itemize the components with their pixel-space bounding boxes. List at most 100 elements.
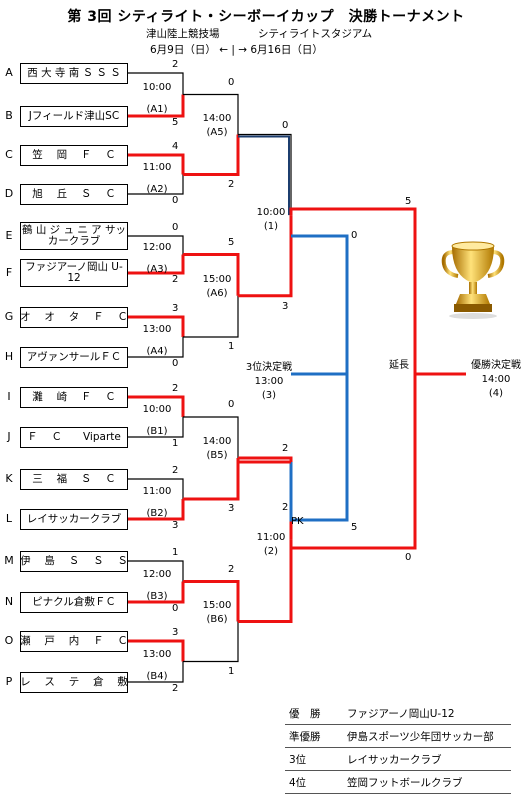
- team-letter: L: [5, 512, 13, 525]
- r1-bracket-line: [128, 94, 185, 118]
- r1-bracket-line: [128, 581, 185, 604]
- r2-match-id: (A5): [206, 126, 228, 138]
- team-score: 0: [172, 195, 179, 206]
- sf1-bottom-line: [238, 215, 293, 298]
- third-time: 13:00: [254, 376, 284, 387]
- r1-match-time: 10:00: [142, 404, 172, 415]
- r1-match-id: (B4): [146, 670, 168, 682]
- team-letter: C: [5, 148, 13, 161]
- r1-bracket-line: [128, 174, 184, 195]
- r1-match-time: 10:00: [142, 81, 172, 93]
- team-score: 2: [172, 383, 179, 394]
- r1-bracket-line: [128, 661, 184, 683]
- team-score: 1: [172, 438, 179, 449]
- r2-bracket-line: [183, 134, 240, 176]
- team-letter: K: [5, 472, 13, 485]
- r2-bracket-line: [183, 93, 239, 135]
- team-score: 2: [172, 274, 179, 285]
- sf2-bottom-score: 2: [282, 501, 289, 513]
- team-letter: D: [4, 187, 14, 200]
- r2-match-time: 15:00: [202, 273, 232, 285]
- sf1-time: 10:00: [256, 207, 286, 219]
- r2-bracket-line: [183, 295, 239, 338]
- team-name-box: Ｆ Ｃ Viparte: [20, 426, 128, 448]
- team-name-box: 旭 丘 Ｓ Ｃ: [20, 183, 128, 205]
- r1-match-id: (B3): [146, 590, 168, 602]
- results-team: 伊島スポーツ少年団サッカー部: [343, 724, 511, 748]
- team-score: 2: [172, 465, 179, 476]
- team-name-box: レ ス テ 倉 敷: [20, 671, 128, 693]
- r2-bottom-score: 2: [228, 178, 235, 190]
- team-score: 3: [172, 627, 179, 638]
- sf2-top-line: [238, 456, 293, 540]
- r2-top-score: 5: [228, 236, 235, 248]
- sf2-top-score: 2: [282, 443, 289, 454]
- third-id: (3): [261, 390, 277, 401]
- sf1-top-accent: [238, 135, 290, 216]
- final-id: (4): [488, 388, 504, 399]
- third-top-score: 0: [351, 230, 358, 241]
- team-score: 1: [172, 547, 179, 558]
- r1-match-time: 13:00: [142, 648, 172, 660]
- results-rank: 4位: [285, 770, 343, 794]
- sf1-top-score: 0: [282, 119, 289, 131]
- r2-match-id: (A6): [206, 287, 228, 299]
- r1-bracket-line: [128, 560, 184, 582]
- team-score: 0: [172, 358, 179, 369]
- r2-top-score: 2: [228, 563, 235, 575]
- final-time: 14:00: [481, 374, 511, 385]
- team-letter: F: [5, 266, 13, 279]
- r2-match-id: (B5): [206, 450, 228, 461]
- team-score: 3: [172, 520, 179, 531]
- team-letter: A: [5, 66, 13, 79]
- r2-bottom-score: 3: [228, 503, 235, 514]
- r1-bracket-line: [128, 315, 185, 337]
- r2-match-time: 14:00: [202, 112, 232, 124]
- page-title: 第 3回 シティライト・シーボーイカップ 決勝トーナメント: [67, 9, 465, 25]
- results-rank: 優 勝: [285, 702, 343, 725]
- team-name-box: アヴァンサールＦＣ: [20, 346, 128, 368]
- final-bottom-line: [289, 374, 417, 550]
- r1-bracket-line: [128, 499, 185, 521]
- r1-match-time: 12:00: [142, 568, 172, 580]
- team-score: 5: [172, 117, 179, 128]
- results-row: 3位レイサッカークラブ: [285, 747, 511, 771]
- team-name-box: オ オ タ Ｆ Ｃ: [20, 306, 128, 328]
- r1-bracket-line: [128, 153, 185, 175]
- team-name-box: Jフィールド津山SC: [20, 105, 128, 127]
- final-bottom-score: 0: [405, 552, 412, 563]
- team-letter: M: [4, 554, 14, 567]
- team-name-box: レイサッカークラブ: [20, 508, 128, 530]
- r1-bracket-line: [128, 395, 185, 417]
- sf1-bottom-score: 3: [282, 300, 289, 312]
- sf1-id: (1): [263, 221, 279, 233]
- team-name-box: 伊 島 Ｓ Ｓ Ｓ: [20, 550, 128, 572]
- r1-match-time: 12:00: [142, 241, 172, 253]
- r2-top-score: 0: [228, 76, 235, 88]
- results-team: ファジアーノ岡山U-12: [343, 702, 511, 725]
- r2-top-score: 0: [228, 399, 235, 410]
- team-score: 2: [172, 683, 179, 694]
- r1-bracket-line: [128, 639, 185, 662]
- team-letter: J: [7, 430, 11, 443]
- team-letter: G: [4, 310, 14, 323]
- r2-bracket-line: [183, 253, 240, 296]
- pk-label: PK: [291, 515, 304, 527]
- r1-bracket-line: [128, 72, 184, 95]
- results-rank: 準優勝: [285, 724, 343, 748]
- r2-match-time: 14:00: [202, 436, 232, 447]
- team-score: 2: [172, 59, 179, 70]
- team-name-box: 三 福 Ｓ Ｃ: [20, 468, 128, 490]
- sf2-time: 11:00: [256, 531, 286, 543]
- third-title: 3位決定戦: [245, 362, 293, 373]
- sf2-id: (2): [263, 545, 279, 557]
- r1-match-id: (A2): [146, 183, 168, 195]
- r2-bottom-score: 1: [228, 665, 235, 677]
- team-name-box: 笠 岡 Ｆ Ｃ: [20, 144, 128, 166]
- team-name-box: 鶴 山 ジ ュ ニ ア サッカークラブ: [20, 222, 128, 250]
- sf2-bottom-line: [238, 539, 293, 623]
- r1-bracket-line: [128, 417, 184, 438]
- venue-left: 津山陸上競技場: [146, 28, 220, 40]
- r2-bracket-line: [183, 416, 239, 458]
- results-row: 優 勝ファジアーノ岡山U-12: [285, 702, 511, 725]
